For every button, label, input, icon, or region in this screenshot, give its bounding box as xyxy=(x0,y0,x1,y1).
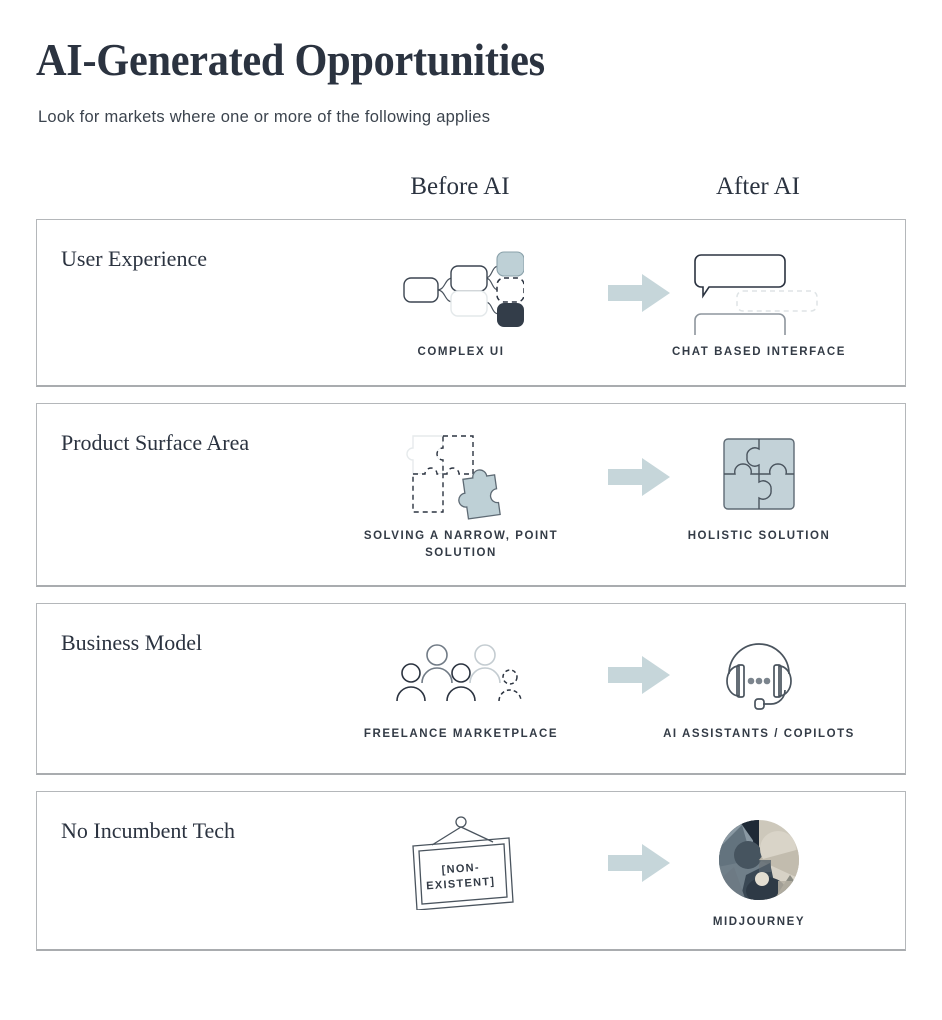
complex-ui-tree-icon xyxy=(346,242,576,338)
after-caption: AI ASSISTANTS / COPILOTS xyxy=(663,727,855,740)
row-label: User Experience xyxy=(61,245,207,271)
row-label: No Incumbent Tech xyxy=(61,817,236,843)
row-label: Business Model xyxy=(61,629,203,655)
before-caption: COMPLEX UI xyxy=(417,345,505,358)
right-arrow-icon xyxy=(599,456,679,498)
column-header-after: After AI xyxy=(716,172,800,200)
after-cell: CHAT BASED INTERFACE xyxy=(644,242,874,361)
table-row: User Experience xyxy=(36,218,906,387)
before-cell: [NON- EXISTENT] xyxy=(346,812,576,910)
column-header-before: Before AI xyxy=(410,172,510,200)
before-cell: COMPLEX UI xyxy=(346,242,576,361)
after-caption: HOLISTIC SOLUTION xyxy=(687,529,831,542)
row-cells: COMPLEX UI xyxy=(37,220,905,385)
after-cell: HOLISTIC SOLUTION xyxy=(644,426,874,545)
chat-bubbles-icon xyxy=(644,242,874,338)
hanging-sign-icon: [NON- EXISTENT] xyxy=(346,812,576,910)
sign-text-line1: [NON- xyxy=(441,861,480,876)
rows-container: User Experience xyxy=(0,218,942,951)
sign-text-line2: EXISTENT] xyxy=(426,875,496,892)
before-caption: FREELANCE MARKETPLACE xyxy=(363,727,559,740)
right-arrow-icon xyxy=(599,842,679,884)
page-subtitle: Look for markets where one or more of th… xyxy=(38,107,491,126)
table-row: Business Model xyxy=(36,602,906,775)
people-group-icon xyxy=(346,624,576,720)
partial-puzzle-icon xyxy=(346,426,576,522)
after-caption: CHAT BASED INTERFACE xyxy=(672,345,846,358)
column-headers: Before AI After AI xyxy=(0,173,942,219)
before-cell: SOLVING A NARROW, POINT SOLUTION xyxy=(346,426,576,563)
row-label: Product Surface Area xyxy=(61,429,250,455)
table-row: No Incumbent Tech xyxy=(36,790,906,951)
before-caption: SOLVING A NARROW, POINT SOLUTION xyxy=(363,529,559,559)
row-cells: FREELANCE MARKETPLACE xyxy=(37,604,905,773)
headset-icon xyxy=(644,624,874,720)
after-caption: MIDJOURNEY xyxy=(712,915,806,928)
before-cell: FREELANCE MARKETPLACE xyxy=(346,624,576,743)
after-cell: MIDJOURNEY xyxy=(644,812,874,931)
after-cell: AI ASSISTANTS / COPILOTS xyxy=(644,624,874,743)
row-cells: SOLVING A NARROW, POINT SOLUTION xyxy=(37,404,905,585)
header: AI-Generated Opportunities Look for mark… xyxy=(0,0,942,127)
midjourney-abstract-circle-icon xyxy=(644,812,874,908)
right-arrow-icon xyxy=(599,654,679,696)
table-row: Product Surface Area xyxy=(36,402,906,587)
complete-puzzle-icon xyxy=(644,426,874,522)
row-cells: [NON- EXISTENT] xyxy=(37,792,905,949)
page-title: AI-Generated Opportunities xyxy=(36,34,545,85)
right-arrow-icon xyxy=(599,272,679,314)
